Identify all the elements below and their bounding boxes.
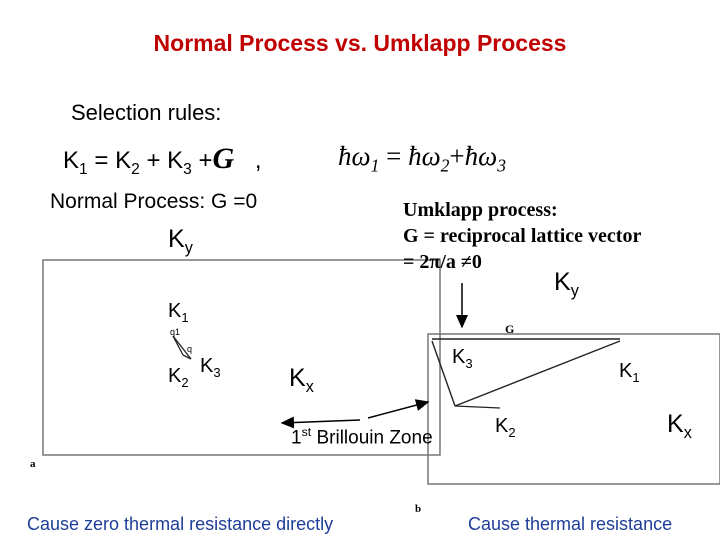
left-vector-triangle [172,335,192,360]
energy-equation: ħω1 = ħω2+ħω3 [338,141,506,176]
umklapp-line3: = 2π/a ≠0 [403,251,482,273]
eq-plus2: + [198,147,213,174]
page-title: Normal Process vs. Umklapp Process [153,30,567,56]
eq-k1-sub: 1 [79,160,88,178]
cause-left-text: Cause zero thermal resistance directly [27,514,334,534]
pointer-arrow-left-zone [280,416,361,429]
normal-process-label: Normal Process: G =0 [50,190,258,213]
right-ky-label: Ky [554,268,579,300]
cause-right-text: Cause thermal resistance [468,514,673,534]
right-k2-label: K2 [495,415,516,440]
eq-plus: + [146,147,161,174]
eq-hw2: ħω [408,141,441,171]
umklapp-line1: Umklapp process: [403,199,558,221]
right-G-label: G [505,322,515,336]
left-ky-label: Ky [168,225,193,257]
brillouin-zone-label: 1st Brillouin Zone [291,425,433,449]
left-k1-label: K1 [168,300,189,325]
eq-hw3: ħω [464,141,498,171]
right-kx-label: Kx [667,410,692,442]
eq-k3-sub: 3 [183,160,192,178]
eq-comma: , [254,147,262,174]
eq-k1: K [63,147,80,174]
wavevector-equation: K1 = K2 + K3 +G , [63,142,262,179]
eq-equals2: = [386,141,402,171]
eq-hw2-sub: 2 [440,155,450,176]
pointer-arrow-right-zone [367,399,430,419]
K3-vector [431,340,456,407]
panel-a-letter: a [30,458,36,470]
K2-vector [454,405,501,409]
eq-plus3: + [449,141,465,171]
umklapp-description: Umklapp process: G = reciprocal lattice … [403,197,641,275]
eq-hw1-sub: 1 [370,155,380,176]
eq-k2: K [115,147,132,174]
K1-vector [454,340,621,407]
eq-G: G [212,142,235,175]
eq-equals: = [94,147,109,174]
panel-b-letter: b [415,503,422,515]
eq-hw3-sub: 3 [497,155,506,176]
left-k2-label: K2 [168,365,189,390]
right-k3-label: K3 [452,346,473,371]
left-kx-label: Kx [289,364,314,396]
eq-k3: K [167,147,184,174]
left-q1-small-label: q1 [170,327,181,337]
eq-k2-sub: 2 [131,160,140,178]
left-k3-label: K3 [200,355,221,380]
selection-rules-label: Selection rules: [71,100,222,125]
umklapp-line2: G = reciprocal lattice vector [403,225,642,247]
right-k1-label: K1 [619,360,640,385]
eq-hw1: ħω [338,141,371,171]
left-q-small-label: q [187,344,193,354]
left-brillouin-zone [42,259,441,456]
